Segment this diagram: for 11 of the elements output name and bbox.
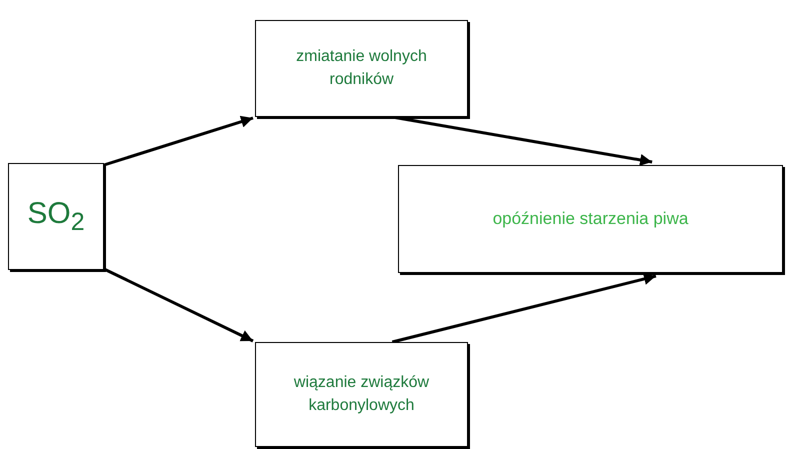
box-label: opóźnienie starzenia piwa [492,208,688,230]
substance-box [8,163,104,270]
box-label: SO$_{2}$ [27,196,85,238]
result-box [398,165,783,273]
box-label: zmiatanie wolnych rodników [295,47,428,90]
arrow [392,273,656,344]
arrow [103,268,254,342]
box-label: wiązanie związków karbonylowych [292,373,430,416]
process-box [255,342,468,447]
process-box [255,20,468,117]
arrow [104,116,254,166]
